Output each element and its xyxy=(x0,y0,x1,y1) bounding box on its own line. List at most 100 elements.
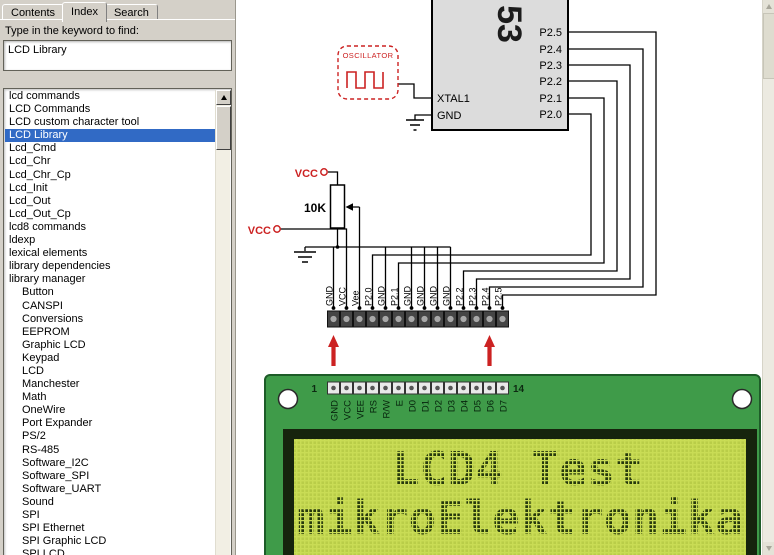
chip-pin-label: P2.3 xyxy=(539,60,562,72)
header-pin-hole xyxy=(395,315,402,323)
keyword-input[interactable] xyxy=(3,40,232,71)
index-item[interactable]: Sound xyxy=(22,495,54,508)
header-pin-label: P2.0 xyxy=(364,287,374,306)
index-item[interactable]: library dependencies xyxy=(9,260,111,273)
index-item[interactable]: Lcd_Chr_Cp xyxy=(9,168,71,181)
wiper-arrow xyxy=(345,203,353,211)
header-pin-hole xyxy=(486,315,493,323)
index-item[interactable]: Port Expander xyxy=(22,417,93,430)
index-item[interactable]: Lcd_Cmd xyxy=(9,142,57,155)
wire-junction-dot xyxy=(448,306,453,310)
content-scrollbar[interactable] xyxy=(762,0,774,555)
vcc-node-header: VCC xyxy=(248,225,281,237)
index-item[interactable]: Software_I2C xyxy=(22,456,89,469)
potentiometer: 10K xyxy=(304,184,353,229)
scroll-up-button[interactable] xyxy=(763,0,774,13)
index-item[interactable]: LCD Commands xyxy=(9,103,91,116)
lcd-pin-label: D6 xyxy=(486,400,497,412)
wire-junction-dot xyxy=(461,306,466,310)
list-scrollbar[interactable] xyxy=(215,90,231,555)
index-item[interactable]: Keypad xyxy=(22,351,60,364)
ground-symbol xyxy=(294,119,424,263)
index-item[interactable]: LCD custom character tool xyxy=(9,116,140,129)
lcd-pin-label: VEE xyxy=(356,400,367,419)
header-pin-label: VCC xyxy=(338,286,348,306)
index-item[interactable]: library manager xyxy=(9,273,86,286)
vcc-terminal xyxy=(320,168,328,176)
lcd-pad-hole xyxy=(474,385,479,391)
wire-p2-5 xyxy=(501,31,657,308)
lcd-pin-label: E xyxy=(395,400,406,406)
lcd-pad-hole xyxy=(357,385,362,391)
index-item[interactable]: lcd commands xyxy=(9,90,80,102)
lcd-pad-hole xyxy=(461,385,466,391)
header-pin-hole xyxy=(382,315,389,323)
list-scroll-thumb[interactable] xyxy=(216,106,231,150)
lcd-pad-hole xyxy=(422,385,427,391)
index-item[interactable]: LCD xyxy=(22,364,45,377)
tab-search[interactable]: Search xyxy=(104,4,158,21)
wire-junction-dot xyxy=(474,306,479,310)
index-item[interactable]: RS-485 xyxy=(22,443,60,456)
vcc-terminal xyxy=(273,225,281,233)
index-item[interactable]: Lcd_Out_Cp xyxy=(9,207,71,220)
wire-junction-dot xyxy=(357,306,362,310)
oscillator-label: OSCILLATOR xyxy=(343,51,394,60)
scroll-thumb[interactable] xyxy=(763,13,774,79)
index-item[interactable]: EEPROM xyxy=(22,325,70,338)
index-item[interactable]: Lcd_Out xyxy=(9,194,51,207)
chip-label: 53 xyxy=(490,5,528,43)
index-item[interactable]: OneWire xyxy=(22,404,66,417)
index-item[interactable]: SPI Graphic LCD xyxy=(22,535,107,548)
scroll-down-button[interactable] xyxy=(763,542,774,555)
index-item[interactable]: PS/2 xyxy=(22,430,46,443)
index-item[interactable]: Lcd_Init xyxy=(9,181,48,194)
wire-junction-dot xyxy=(396,306,401,310)
schematic-wires xyxy=(280,31,657,308)
index-item[interactable]: SPI LCD xyxy=(22,548,65,555)
index-item[interactable]: Software_UART xyxy=(22,482,102,495)
wire-junction-dot xyxy=(422,306,427,310)
tab-contents[interactable]: Contents xyxy=(2,4,65,21)
header-pin-hole xyxy=(369,315,376,323)
connection-arrow xyxy=(484,335,495,347)
header-pin-label: Vee xyxy=(351,290,361,306)
index-item[interactable]: Software_SPI xyxy=(22,469,90,482)
header-pin-label: P2.2 xyxy=(455,287,465,306)
lcd-pad-hole xyxy=(435,385,440,391)
index-item[interactable]: CANSPI xyxy=(22,299,63,312)
index-item[interactable]: Math xyxy=(22,391,47,404)
wire-junction-dot xyxy=(409,306,414,310)
mount-hole xyxy=(731,388,753,410)
index-item[interactable]: LCD Library xyxy=(5,129,215,143)
index-item[interactable]: Manchester xyxy=(22,378,80,391)
keyword-label: Type in the keyword to find: xyxy=(5,25,139,37)
pot-value-label: 10K xyxy=(304,201,326,215)
index-item[interactable]: Conversions xyxy=(22,312,84,325)
list-scroll-up-button[interactable] xyxy=(216,90,231,105)
index-item[interactable]: SPI xyxy=(22,509,40,521)
header-pin-label: P2.5 xyxy=(494,287,504,306)
index-item[interactable]: Graphic LCD xyxy=(22,338,86,351)
index-item[interactable]: Button xyxy=(22,286,54,299)
header-pin-label: GND xyxy=(416,286,426,307)
index-item[interactable]: lcd8 commands xyxy=(9,220,87,233)
index-item[interactable]: lexical elements xyxy=(9,247,88,260)
wire-junction-dot xyxy=(487,306,492,310)
header-pin-hole xyxy=(421,315,428,323)
wire-p2-4 xyxy=(488,48,644,308)
lcd-pad-hole xyxy=(331,385,336,391)
index-item[interactable]: ldexp xyxy=(9,234,36,247)
lcd-pin-label: D4 xyxy=(460,400,471,412)
index-item[interactable]: SPI Ethernet xyxy=(22,522,85,535)
index-item[interactable]: Lcd_Chr xyxy=(9,155,51,168)
tab-index[interactable]: Index xyxy=(62,2,107,22)
lcd-screen: LCD4 Test mikroElektronika xyxy=(283,429,757,555)
header-pin-label: GND xyxy=(429,286,439,307)
connection-arrow xyxy=(328,335,339,347)
chip-pin-label: P2.1 xyxy=(539,93,562,105)
chip-pin-label: P2.2 xyxy=(539,76,562,88)
